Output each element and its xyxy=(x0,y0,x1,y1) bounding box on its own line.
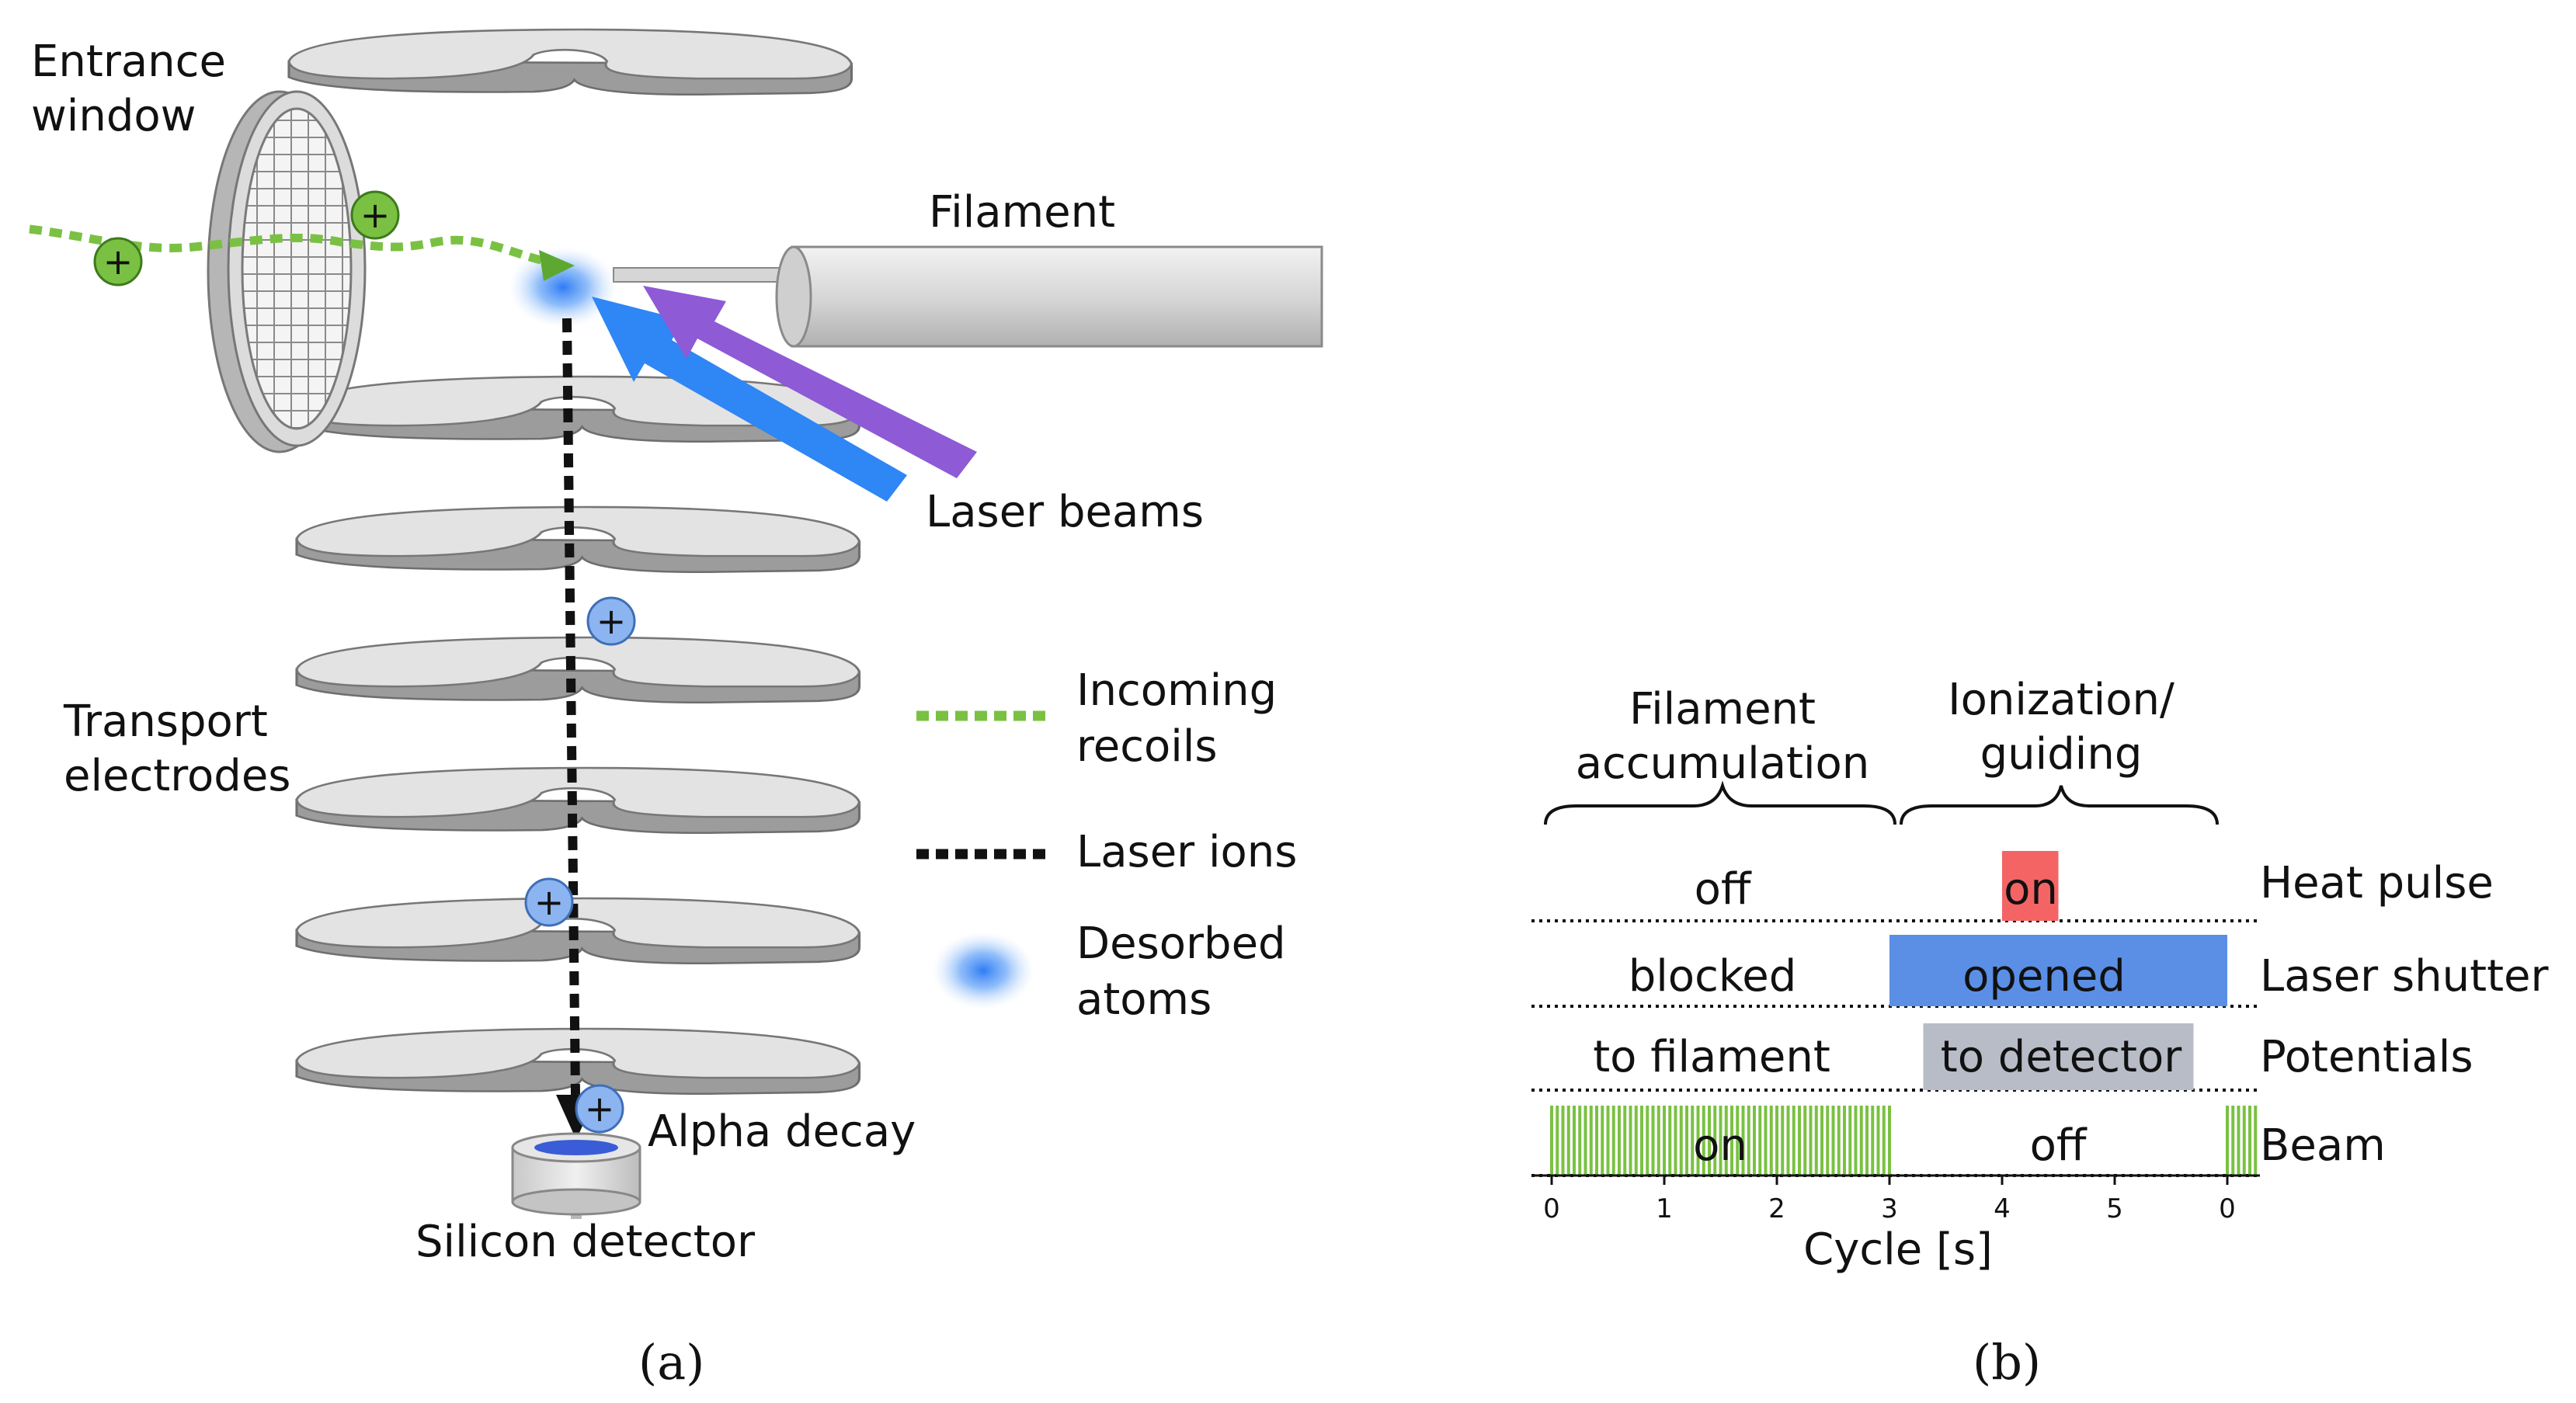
axis-tick-label: 5 xyxy=(2106,1193,2123,1224)
laser-shutter-opened-text: opened xyxy=(1962,951,2126,1002)
laser-beams-label: Laser beams xyxy=(926,487,1204,537)
axis-tick-label: 2 xyxy=(1768,1193,1785,1224)
svg-text:+: + xyxy=(360,194,391,236)
laser-ion: + xyxy=(586,596,636,646)
axis-tick-label: 0 xyxy=(2219,1193,2236,1224)
svg-text:+: + xyxy=(585,1088,615,1130)
svg-text:+: + xyxy=(534,881,565,923)
brace-accumulation xyxy=(1544,780,1896,825)
panel-a-label: (a) xyxy=(638,1334,704,1391)
panel-a: + + + + + Entrance window Fi xyxy=(29,28,1323,1391)
row-name-heat-pulse: Heat pulse xyxy=(2260,858,2494,908)
axis-tick-label: 0 xyxy=(1543,1193,1560,1224)
transport-electrodes-label: electrodes xyxy=(64,751,290,801)
axis-label: Cycle [s] xyxy=(1803,1224,1993,1275)
legend-desorbed-label: Desorbed xyxy=(1076,919,1286,969)
laser-beam-purple xyxy=(643,286,977,478)
filament-label: Filament xyxy=(929,187,1115,238)
phase-accumulation-label: accumulation xyxy=(1576,738,1870,789)
laser-shutter-blocked-text: blocked xyxy=(1629,951,1797,1002)
potentials-to-detector-bar xyxy=(1923,1023,2194,1090)
timing-rows: off on blocked opened to filament to det… xyxy=(1531,851,2549,1177)
legend-recoil-label: recoils xyxy=(1076,721,1218,772)
laser-beam-blue xyxy=(592,297,907,502)
svg-text:+: + xyxy=(596,600,627,642)
row-name-laser-shutter: Laser shutter xyxy=(2260,951,2549,1002)
laser-ion: + xyxy=(575,1084,624,1134)
transport-electrode xyxy=(295,766,861,835)
laser-beams xyxy=(592,286,977,502)
phase-accumulation-label: Filament xyxy=(1629,684,1816,734)
entrance-window-label: Entrance xyxy=(31,36,226,87)
transport-electrode xyxy=(295,505,861,574)
panel-b-label: (b) xyxy=(1973,1334,2041,1391)
beam-on-text: on xyxy=(1693,1120,1747,1171)
panel-b: Filament accumulation Ionization/ guidin… xyxy=(1531,675,2549,1391)
phase-ionization-label: guiding xyxy=(1980,729,2143,780)
legend-laser-ions-label: Laser ions xyxy=(1076,827,1297,877)
desorbed-atoms-cloud xyxy=(509,247,617,328)
potentials-right-text: to detector xyxy=(1941,1032,2182,1082)
brace-ionization xyxy=(1900,785,2219,825)
legend-desorbed-label: atoms xyxy=(1076,974,1212,1025)
silicon-detector xyxy=(511,1132,641,1219)
laser-ion-path xyxy=(562,318,580,1096)
axis-tick-label: 3 xyxy=(1881,1193,1898,1224)
heat-pulse-off-text: off xyxy=(1695,864,1752,915)
axis-tick-label: 4 xyxy=(1994,1193,2011,1224)
top-electrode xyxy=(287,28,853,96)
silicon-detector-label: Silicon detector xyxy=(415,1217,756,1267)
laser-ion: + xyxy=(524,877,574,927)
filament xyxy=(613,245,1323,348)
recoil-arrowhead xyxy=(539,250,575,281)
recoil-ion: + xyxy=(350,190,400,240)
axis-tick-label: 1 xyxy=(1656,1193,1673,1224)
beam-off-text: off xyxy=(2030,1120,2088,1171)
alpha-decay-label: Alpha decay xyxy=(648,1106,916,1157)
row-name-potentials: Potentials xyxy=(2260,1032,2473,1082)
row-name-beam: Beam xyxy=(2260,1120,2386,1171)
potentials-left-text: to filament xyxy=(1593,1032,1830,1082)
phase-ionization-label: Ionization/ xyxy=(1948,675,2174,725)
transport-electrodes xyxy=(295,375,861,1096)
transport-electrode xyxy=(295,636,861,704)
legend-recoil-label: Incoming xyxy=(1076,665,1277,716)
legend-desorbed-swatch xyxy=(932,932,1034,1009)
cycle-axis: 0 1 2 3 4 5 0 Cycle [s] xyxy=(1531,1174,2260,1275)
legend: Incoming recoils Laser ions Desorbed ato… xyxy=(916,665,1297,1025)
entrance-window-label: window xyxy=(31,91,196,141)
heat-pulse-on-text: on xyxy=(2004,864,2058,915)
recoil-ion: + xyxy=(93,237,143,287)
laser-shutter-opened-bar xyxy=(1889,935,2227,1006)
svg-text:+: + xyxy=(103,241,134,283)
beam-pulses xyxy=(1550,1106,2258,1176)
heat-pulse-on-bar xyxy=(2002,851,2059,921)
entrance-window xyxy=(207,90,367,453)
transport-electrodes-label: Transport xyxy=(63,696,268,747)
